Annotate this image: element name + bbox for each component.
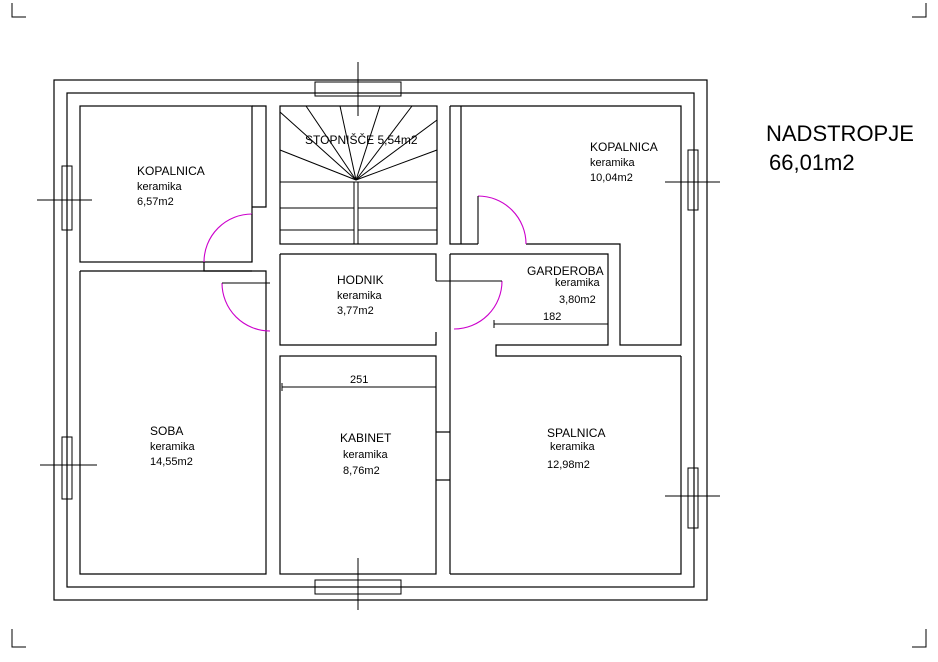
room-material: keramika <box>343 449 389 461</box>
room-name: HODNIK <box>337 273 384 287</box>
room-label-kopalnica-left: KOPALNICA keramika 6,57m2 <box>137 164 205 208</box>
door-swing-hodnik-left <box>221 282 271 332</box>
room-label-kabinet: KABINET keramika 8,76m2 <box>340 431 392 477</box>
room-area: 6,57m2 <box>137 196 174 208</box>
room-name: SOBA <box>150 424 183 438</box>
room-label-stopnisce: STOPNIŠČE 5,54m2 <box>305 132 418 147</box>
dimension-garderoba: 182 <box>543 311 561 323</box>
room-label-garderoba: GARDEROBA keramika 3,80m2 <box>527 264 604 306</box>
room-name: KOPALNICA <box>137 164 205 178</box>
crop-mark-top-right <box>912 3 927 18</box>
room-name: KOPALNICA <box>590 140 658 154</box>
room-area: 8,76m2 <box>343 465 380 477</box>
crop-mark-bottom-left <box>11 629 26 648</box>
interior-walls <box>79 105 682 575</box>
floor-title: NADSTROPJE <box>766 121 914 146</box>
room-label-spalnica: SPALNICA keramika 12,98m2 <box>547 426 605 471</box>
dimension-lines <box>281 320 609 391</box>
room-area: 3,80m2 <box>559 294 596 306</box>
room-label-kopalnica-right: KOPALNICA keramika 10,04m2 <box>590 140 658 184</box>
windows <box>37 62 720 610</box>
room-name: SPALNICA <box>547 426 605 440</box>
room-label-hodnik: HODNIK keramika 3,77m2 <box>337 273 384 317</box>
window-right-lower <box>687 467 699 529</box>
room-name: KABINET <box>340 431 392 445</box>
floor-total-area: 66,01m2 <box>769 150 855 175</box>
window-left-lower <box>61 436 73 500</box>
room-material: keramika <box>555 277 601 289</box>
room-label-soba: SOBA keramika 14,55m2 <box>150 424 196 468</box>
room-area: 3,77m2 <box>337 305 374 317</box>
room-area: 10,04m2 <box>590 172 633 184</box>
room-name: GARDEROBA <box>527 264 604 278</box>
staircase <box>279 105 438 245</box>
room-material: keramika <box>550 441 596 453</box>
door-swings <box>203 195 527 332</box>
dimension-kabinet: 251 <box>350 374 368 386</box>
door-swing-bathroom-right <box>477 195 527 245</box>
door-swing-garderoba <box>453 280 503 330</box>
crop-marks <box>11 3 927 648</box>
exterior-walls <box>53 79 708 601</box>
window-right-upper <box>687 149 699 211</box>
room-area: 12,98m2 <box>547 459 590 471</box>
room-material: keramika <box>590 157 636 169</box>
room-material: keramika <box>337 290 383 302</box>
crop-mark-top-left <box>11 3 26 18</box>
crop-mark-bottom-right <box>912 629 927 648</box>
door-swing-bathroom-left <box>203 213 253 263</box>
window-left-upper <box>61 165 73 231</box>
room-area: 14,55m2 <box>150 456 193 468</box>
room-material: keramika <box>137 181 183 193</box>
room-material: keramika <box>150 441 196 453</box>
